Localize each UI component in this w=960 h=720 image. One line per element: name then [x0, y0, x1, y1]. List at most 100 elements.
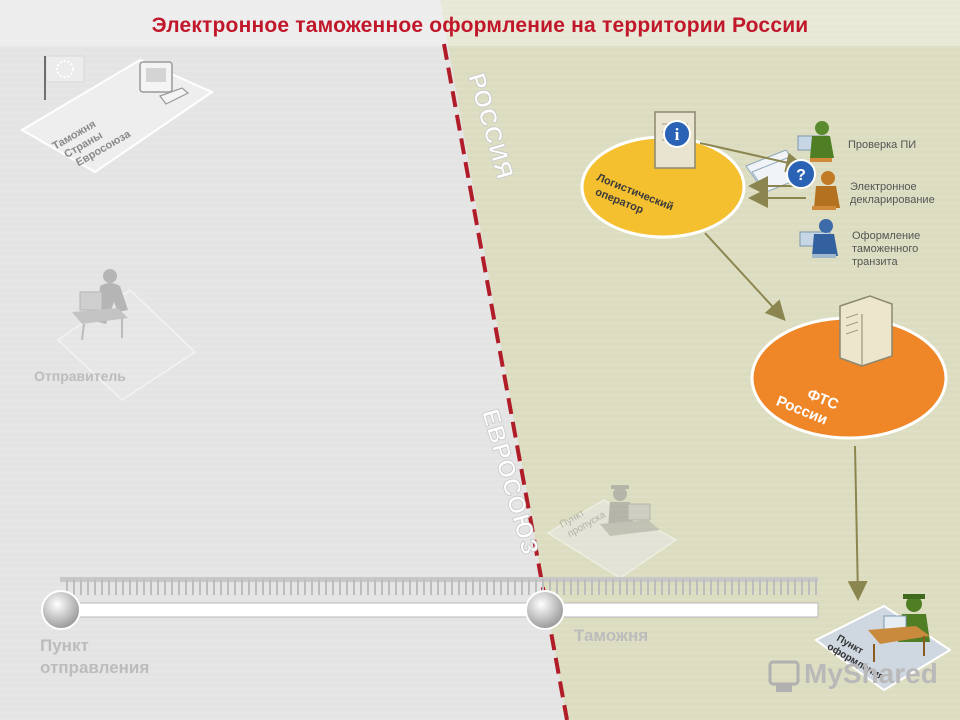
rail-tie	[745, 579, 747, 595]
officer-icon	[868, 594, 930, 662]
rail-tie	[234, 579, 236, 595]
rail-tie	[465, 579, 467, 595]
rail-tie	[549, 579, 551, 595]
rail-tie	[668, 579, 670, 595]
rail-tie	[346, 579, 348, 595]
rail-tie	[248, 579, 250, 595]
rail-tie	[66, 579, 68, 595]
rail-tie	[276, 579, 278, 595]
rail-tie	[577, 579, 579, 595]
sender-label: Отправитель	[34, 368, 126, 384]
rail-tie	[591, 579, 593, 595]
rail-tie	[444, 579, 446, 595]
rail-tie	[556, 579, 558, 595]
rail-tie	[430, 579, 432, 595]
rail-tie	[171, 579, 173, 595]
server-icon	[839, 295, 893, 367]
rail-tie	[304, 579, 306, 595]
rail-tie	[206, 579, 208, 595]
rail-tie	[710, 579, 712, 595]
rail-tie	[570, 579, 572, 595]
rail-tie	[626, 579, 628, 595]
rail-tie	[101, 579, 103, 595]
rail-tie	[605, 579, 607, 595]
railway-track	[59, 577, 819, 618]
rail-tie	[290, 579, 292, 595]
rail-tie	[773, 579, 775, 595]
rail-tie	[542, 579, 544, 595]
rail-tie	[479, 579, 481, 595]
rail-tie	[381, 579, 383, 595]
rail-tie	[199, 579, 201, 595]
rail-tie	[437, 579, 439, 595]
rail-tie	[703, 579, 705, 595]
rail-tie	[115, 579, 117, 595]
rail-tie	[388, 579, 390, 595]
fts-node: ФТС России	[750, 295, 948, 440]
officer-at-desk-icon	[600, 485, 660, 536]
person-at-desk-icon	[72, 269, 128, 341]
svg-text:?: ?	[796, 167, 806, 184]
service-check-label: Проверка ПИ	[848, 139, 916, 151]
rail-tie	[507, 579, 509, 595]
watermark-text: MyShared	[804, 658, 938, 689]
rail-tie	[738, 579, 740, 595]
rail-tie	[787, 579, 789, 595]
rail-tie	[654, 579, 656, 595]
rail-tie	[808, 579, 810, 595]
rail-tie	[584, 579, 586, 595]
departure-line-2: отправления	[40, 658, 149, 677]
rail-tie	[409, 579, 411, 595]
rail-tie	[311, 579, 313, 595]
rail-tie	[108, 579, 110, 595]
rail-tie	[682, 579, 684, 595]
rail-tie	[598, 579, 600, 595]
departure-line-1: Пункт	[40, 636, 89, 655]
page-title: Электронное таможенное оформление на тер…	[151, 14, 809, 37]
rail-tie	[689, 579, 691, 595]
border-line	[442, 43, 569, 720]
rail-tie	[367, 579, 369, 595]
rail-tie	[423, 579, 425, 595]
rail-tie	[283, 579, 285, 595]
rail-tie	[136, 579, 138, 595]
watermark-logo-icon	[768, 660, 800, 692]
rail-tie	[269, 579, 271, 595]
sender-node	[56, 269, 197, 401]
rail-tie	[696, 579, 698, 595]
logistic-operator-node: i Логистический оператор	[580, 111, 746, 239]
rail-tie	[647, 579, 649, 595]
rail-tie	[143, 579, 145, 595]
rail-tie	[752, 579, 754, 595]
eu-customs-node: Таможня Страны Евросоюза	[20, 55, 215, 174]
rail-tie	[780, 579, 782, 595]
rail-tie	[318, 579, 320, 595]
rail-tie	[661, 579, 663, 595]
rail-tie	[178, 579, 180, 595]
rail-tie	[360, 579, 362, 595]
rail-tie	[192, 579, 194, 595]
rail-tie	[731, 579, 733, 595]
rail-tie	[73, 579, 75, 595]
rail-tie	[122, 579, 124, 595]
rail-tie	[724, 579, 726, 595]
rail-tie	[514, 579, 516, 595]
agent-transit-icon	[799, 219, 838, 258]
service-declare-label: Электронное декларирование	[850, 181, 935, 206]
rail-tie	[451, 579, 453, 595]
rail-tie	[619, 579, 621, 595]
rail-tie	[416, 579, 418, 595]
rail-tie	[87, 579, 89, 595]
svg-text:Пункт отправления: Пункт отправления	[40, 636, 149, 677]
rail-tie	[535, 579, 537, 595]
rail-tie	[255, 579, 257, 595]
agent-declare-icon: ?	[786, 159, 840, 210]
customs-label: Таможня	[574, 626, 648, 645]
rail-tie	[486, 579, 488, 595]
rail-tie	[717, 579, 719, 595]
rail-tie	[80, 579, 82, 595]
rail-tie	[94, 579, 96, 595]
rail-tie	[157, 579, 159, 595]
rail-tie	[164, 579, 166, 595]
